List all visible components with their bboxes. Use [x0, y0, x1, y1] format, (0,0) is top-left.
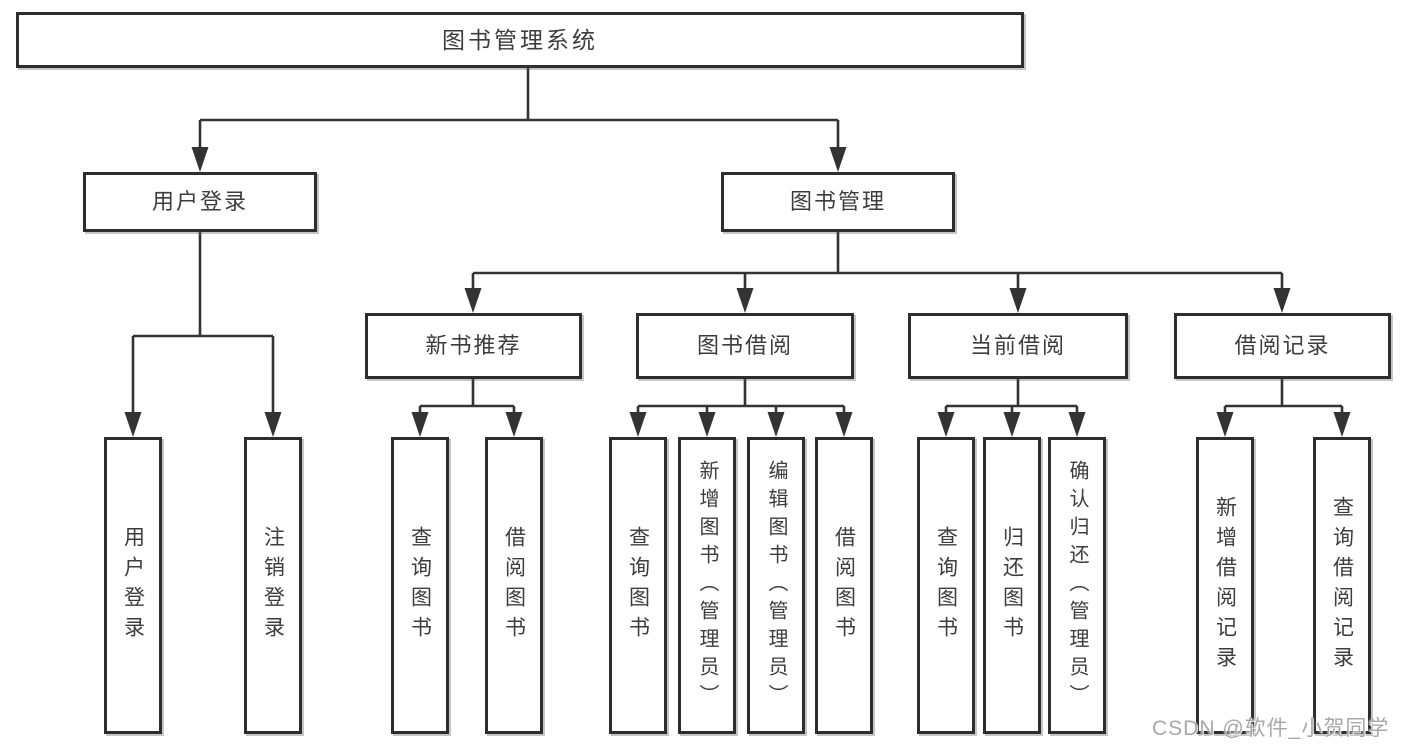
arrow-down-icon — [1068, 412, 1086, 437]
node-label: 查询借阅记录 — [1330, 495, 1354, 676]
node-label: 新书推荐 — [425, 333, 522, 358]
node-label: 新增借阅记录 — [1213, 495, 1237, 676]
node-label: 新增图书（管理员） — [696, 459, 718, 712]
leaf-borrow-books-1: 借阅图书 — [485, 437, 543, 734]
node-label: 编辑图书（管理员） — [765, 459, 787, 712]
arrow-down-icon — [505, 412, 523, 437]
node-label: 图书管理 — [789, 189, 886, 214]
node-label: 图书管理系统 — [442, 26, 598, 53]
node-label: 用户登录 — [151, 189, 248, 214]
arrow-down-icon — [937, 412, 955, 437]
arrow-down-icon — [1003, 412, 1021, 437]
node-label: 借阅记录 — [1234, 333, 1331, 358]
node-borrow-records: 借阅记录 — [1174, 313, 1391, 379]
arrow-down-icon — [1216, 412, 1234, 437]
leaf-confirm-return-admin: 确认归还（管理员） — [1048, 437, 1106, 734]
node-label: 查询图书 — [934, 525, 958, 646]
arrowheads — [124, 147, 1351, 437]
node-user-login: 用户登录 — [83, 172, 317, 232]
leaf-query-books-1: 查询图书 — [391, 437, 449, 734]
leaf-query-borrow-record: 查询借阅记录 — [1313, 437, 1371, 734]
node-label: 查询图书 — [626, 525, 650, 646]
node-new-book-recommend: 新书推荐 — [365, 313, 582, 379]
arrow-down-icon — [736, 288, 754, 313]
leaf-logout: 注销登录 — [244, 437, 302, 734]
arrow-down-icon — [629, 412, 647, 437]
arrow-down-icon — [698, 412, 716, 437]
arrow-down-icon — [411, 412, 429, 437]
leaf-add-borrow-record: 新增借阅记录 — [1196, 437, 1254, 734]
arrow-down-icon — [835, 412, 853, 437]
node-current-borrow: 当前借阅 — [908, 313, 1128, 379]
node-label: 用户登录 — [121, 525, 145, 646]
node-book-management: 图书管理 — [721, 172, 955, 232]
node-label: 确认归还（管理员） — [1066, 459, 1088, 712]
arrow-down-icon — [767, 412, 785, 437]
arrow-down-icon — [191, 147, 209, 172]
node-label: 查询图书 — [408, 525, 432, 646]
arrow-down-icon — [1333, 412, 1351, 437]
leaf-edit-books-admin: 编辑图书（管理员） — [747, 437, 805, 734]
leaf-query-books-2: 查询图书 — [609, 437, 667, 734]
node-label: 借阅图书 — [832, 525, 856, 646]
arrow-down-icon — [124, 412, 142, 437]
node-book-borrow: 图书借阅 — [636, 313, 854, 379]
node-library-management-system: 图书管理系统 — [16, 12, 1024, 68]
node-label: 归还图书 — [1000, 525, 1024, 646]
leaf-user-login: 用户登录 — [104, 437, 162, 734]
node-label: 图书借阅 — [696, 333, 793, 358]
csdn-watermark: CSDN @软件_小贺同学 — [1152, 717, 1390, 740]
leaf-query-books-3: 查询图书 — [917, 437, 975, 734]
arrow-down-icon — [829, 147, 847, 172]
node-label: 当前借阅 — [969, 333, 1066, 358]
node-label: 注销登录 — [261, 525, 285, 646]
arrow-down-icon — [1009, 288, 1027, 313]
leaf-borrow-books-2: 借阅图书 — [815, 437, 873, 734]
leaf-return-books: 归还图书 — [983, 437, 1041, 734]
arrow-down-icon — [1273, 288, 1291, 313]
tree-edges — [131, 67, 1344, 418]
node-label: 借阅图书 — [502, 525, 526, 646]
arrow-down-icon — [264, 412, 282, 437]
leaf-add-books-admin: 新增图书（管理员） — [678, 437, 736, 734]
arrow-down-icon — [464, 288, 482, 313]
